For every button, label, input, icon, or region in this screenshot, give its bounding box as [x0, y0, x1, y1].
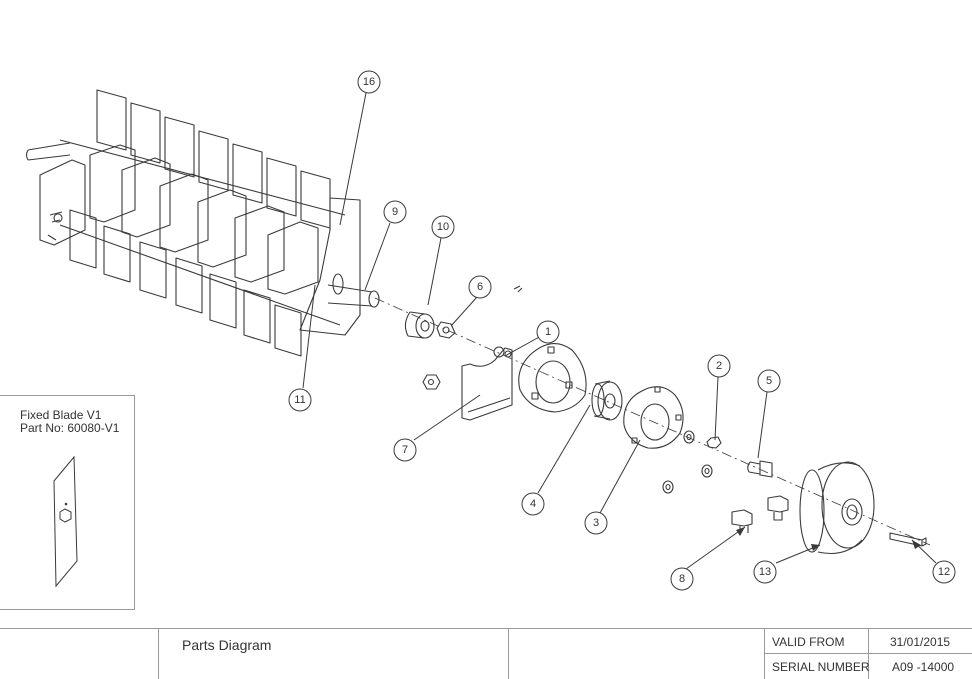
part-key [889, 532, 927, 547]
blade-detail-inset: Fixed Blade V1 Part No: 60080-V1 [0, 395, 135, 610]
part-bolt-13a [767, 495, 789, 521]
part-nut-loose [422, 374, 441, 390]
callout-8: 8 [679, 573, 685, 585]
callout-16: 16 [363, 76, 375, 88]
title-block-divider-2 [508, 629, 509, 679]
callouts [288, 70, 956, 591]
part-flange-plate-3 [623, 386, 684, 449]
valid-from-value: 31/01/2015 [890, 635, 951, 649]
callout-10: 10 [437, 221, 449, 233]
callout-2: 2 [716, 360, 722, 372]
blade-detail-drawing [53, 455, 78, 588]
title-block-divider-4 [868, 629, 869, 679]
title-block-row-divider [764, 653, 972, 654]
inset-part-number: Part No: 60080-V1 [20, 421, 120, 435]
callout-9: 9 [392, 206, 398, 218]
serial-number-label: SERIAL NUMBER [772, 660, 870, 674]
callout-11: 11 [294, 394, 305, 406]
callout-3: 3 [593, 517, 599, 529]
title-block-divider-1 [158, 629, 159, 679]
title-block: Parts Diagram VALID FROM 31/01/2015 SERI… [0, 628, 972, 679]
serial-number-value: A09 -14000 [892, 660, 955, 674]
callout-4: 4 [530, 498, 536, 510]
valid-from-label: VALID FROM [772, 635, 845, 649]
part-washers [662, 430, 722, 494]
callout-12: 12 [938, 566, 950, 578]
part-collar [404, 311, 435, 339]
part-nut-6 [436, 321, 456, 339]
part-bolt-5 [747, 460, 773, 478]
callout-7: 7 [402, 444, 408, 456]
part-flange-plate-1 [518, 343, 587, 413]
title-block-divider-3 [764, 629, 765, 679]
rotor-assembly [25, 89, 380, 357]
inset-title: Fixed Blade V1 Part No: 60080-V1 [20, 409, 119, 435]
part-bearing [591, 380, 623, 421]
callout-6: 6 [477, 281, 483, 293]
callout-5: 5 [766, 375, 772, 387]
part-pulley [799, 461, 875, 555]
drawing-title: Parts Diagram [182, 637, 272, 653]
inset-title-line1: Fixed Blade V1 [20, 408, 102, 422]
callout-1: 1 [545, 326, 551, 338]
part-bracket [461, 346, 513, 421]
callout-13: 13 [759, 566, 771, 578]
